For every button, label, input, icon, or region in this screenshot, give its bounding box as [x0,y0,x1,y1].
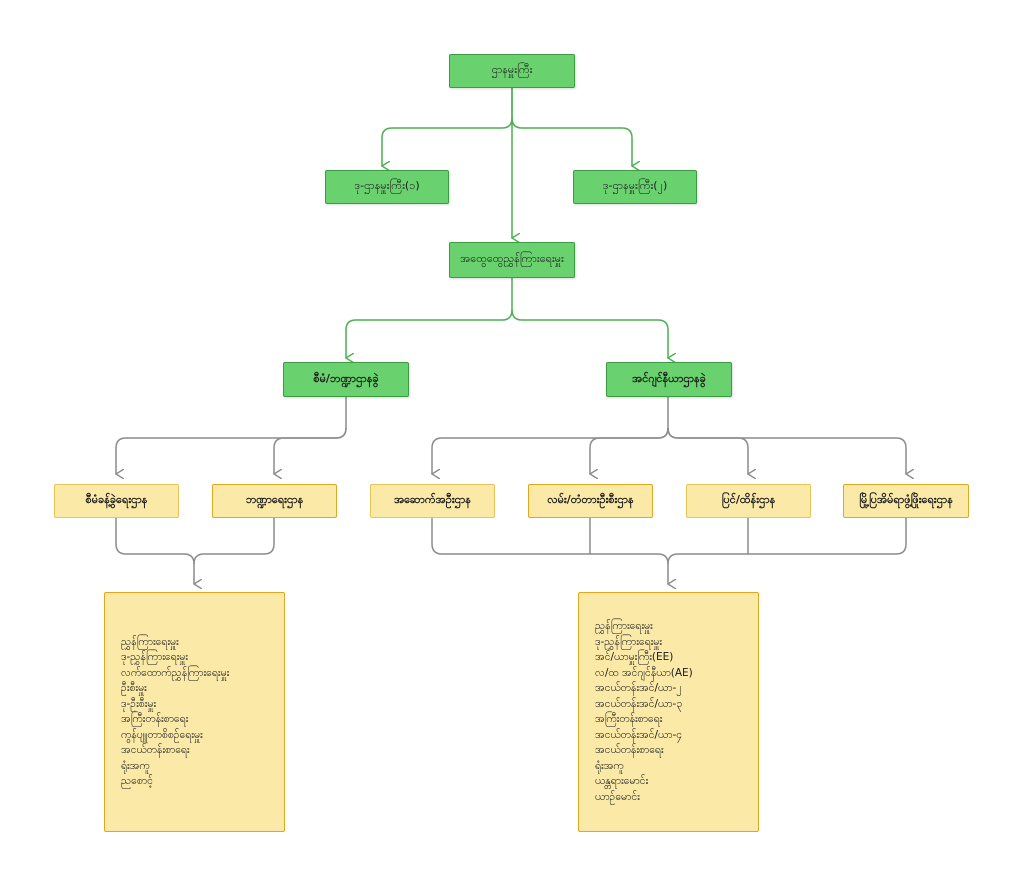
node-branch-admin-finance: စီမံ/ဘဏ္ဍာဌာနခွဲ [283,362,409,397]
list-item: အငယ်တန်းအင်/ယာ-၃ [595,697,683,710]
list-item: ရုံးအကူ [121,759,150,772]
list-item: အငယ်တန်းအင်/ယာ-၂ [595,682,682,694]
list-item: ယန္တရားမောင်း [595,775,649,787]
list-item: ညွှန်ကြားရေးမှူး [121,635,179,648]
node-branch-engineering: အင်ဂျင်နီယာဌာနခွဲ [606,362,732,397]
node-general-manager: အထွေထွေညွှန်ကြားရေးမှူး [449,242,575,278]
node-dept-finance: ဘဏ္ဍာရေးဌာန [212,484,337,518]
list-item: ယာဥ်မောင်း [595,790,640,803]
node-deputy-director-general-2: ဒု-ဌာနမှူးကြီး(၂) [573,170,697,204]
list-item: အငယ်တန်းစာရေး [595,744,664,756]
connector-top-to-deputies [382,88,632,238]
node-dept-construction: အဆောက်အဦးဌာန [370,484,495,518]
node-dept-maintenance: ပြင်/ထိန်းဌာန [686,484,811,518]
list-item: ဦးစီးမှူး [121,682,147,694]
node-deputy-director-general-1: ဒု-ဌာနမှူးကြီး(၁) [325,170,449,204]
connector-departments-to-lists [115,518,907,584]
list-item: ညွှန်ကြားရေးမှူး [595,620,653,632]
list-item: ဒု-ညွှန်ကြားရေးမှူး [595,635,662,648]
staff-list-engineering: ညွှန်ကြားရေးမှူး ဒု-ညွှန်ကြားရေးမှူး အင်… [578,592,759,832]
node-dept-roads-bridges: လမ်း/တံတားဦးစီးဌာန [528,484,653,518]
node-dept-administration: စီမံခန့်ခွဲရေးဌာန [54,484,179,518]
list-item: အငယ်တန်းအင်/ယာ-၄ [595,728,683,741]
list-item: အကြီးတန်းစာရေး [595,713,663,725]
list-item: အငယ်တန်းစာရေး [121,744,190,756]
node-dept-urban-housing: မြို့ပြအိမ်ရာဖွံ့ဖြိုးရေးဌာန [843,484,969,518]
list-item: ရုံးအကူ [595,759,624,772]
list-item: လ/ထ အင်ဂျင်နီယာ(AE) [595,666,693,679]
staff-list-admin-finance: ညွှန်ကြားရေးမှူး ဒု-ညွှန်ကြားရေးမှူး လက်… [104,592,285,832]
list-item: ဒု-ညွှန်ကြားရေးမှူး [121,651,188,663]
list-item: အကြီးတန်းစာရေး [121,713,189,725]
node-director-general: ဌာနမှူးကြီး [449,54,575,88]
list-item: ဒု-ဦးစီးမှူး [121,697,156,710]
list-item: ညစောင့် [121,775,153,787]
connector-manager-to-branches [346,278,668,358]
list-item: လက်ထောက်ညွှန်ကြားရေးမှူး [121,666,230,679]
list-item: အင်/ယာမှူးကြီး(EE) [595,651,674,663]
list-item: ကွန်ပျူတာစိစဥ်ရေးမှူး [121,728,203,741]
connector-branches-to-departments [116,397,906,474]
